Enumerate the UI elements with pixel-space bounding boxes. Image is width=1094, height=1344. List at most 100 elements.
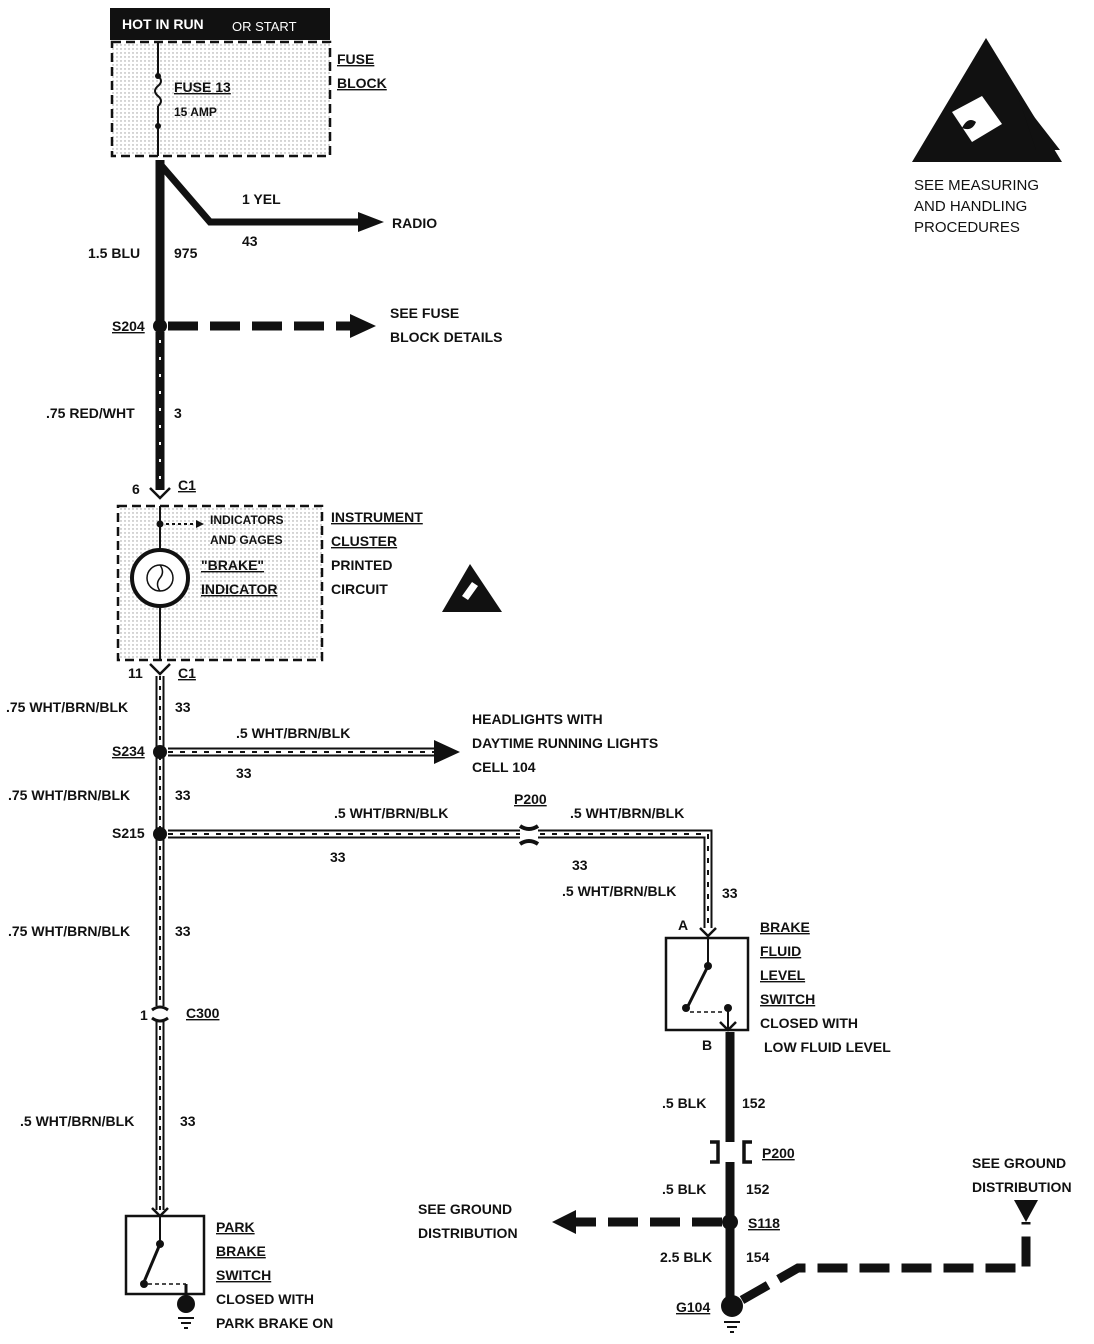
radio-circuit: 43 — [242, 233, 258, 249]
s234-branch-size: .5 WHT/BRN/BLK — [236, 725, 350, 741]
p200-lower-size: .5 BLK — [662, 1181, 706, 1197]
cluster-title-4: CIRCUIT — [331, 581, 388, 597]
c1-bottom-connector — [149, 663, 171, 676]
headlights-line3: CELL 104 — [472, 759, 536, 775]
indicators-line1: INDICATORS — [210, 513, 284, 527]
radio-arrow — [358, 212, 384, 232]
headlights-line1: HEADLIGHTS WITH — [472, 711, 603, 727]
brake-fluid-in-size: .5 WHT/BRN/BLK — [562, 883, 676, 899]
ground-left-line2: DISTRIBUTION — [418, 1225, 518, 1241]
brake-indicator-line2: INDICATOR — [201, 581, 277, 597]
c300-connector — [151, 1005, 169, 1023]
ground-g104 — [721, 1295, 743, 1317]
s215-c300-size: .75 WHT/BRN/BLK — [8, 923, 130, 939]
esd-warning-icon — [912, 38, 1062, 162]
fuse-dot-top — [155, 73, 161, 79]
c1-bottom-pin: 11 — [128, 665, 143, 681]
c1-top-connector — [149, 487, 171, 500]
park-label-1: PARK — [216, 1219, 255, 1235]
c1-bottom-label: C1 — [178, 665, 196, 681]
park-switch-blade — [142, 1243, 162, 1283]
splice-s215 — [153, 827, 167, 841]
p200-right-circuit: 33 — [572, 857, 588, 873]
c1-s234-size: .75 WHT/BRN/BLK — [6, 699, 128, 715]
cluster-title-1: INSTRUMENT — [331, 509, 423, 525]
main-wire-circuit: 975 — [174, 245, 198, 261]
s234-branch-circuit: 33 — [236, 765, 252, 781]
cluster-title-3: PRINTED — [331, 557, 392, 573]
red-wht-size: .75 RED/WHT — [46, 405, 135, 421]
esd-note-line2: AND HANDLING — [914, 198, 1027, 215]
fuse-details-arrow — [350, 314, 376, 338]
radio-wire-size: 1 YEL — [242, 191, 281, 207]
esd-small-icon — [442, 564, 502, 612]
brake-bulb-filament — [156, 564, 164, 592]
p200-upper-label: P200 — [514, 791, 547, 807]
fuse-details-line1: SEE FUSE — [390, 305, 459, 321]
c1-top-pin: 6 — [132, 481, 140, 497]
fluid-label-6: LOW FLUID LEVEL — [764, 1039, 891, 1055]
splice-s234 — [153, 745, 167, 759]
park-label-2: BRAKE — [216, 1243, 266, 1259]
fuse-block-label-1: FUSE — [337, 51, 374, 67]
wire-s215-branch-fill — [168, 831, 711, 928]
s118-g104-circuit: 154 — [746, 1249, 770, 1265]
ground-right-arrow — [1014, 1200, 1038, 1222]
wire-s215-branch — [168, 829, 713, 928]
c300-park-size: .5 WHT/BRN/BLK — [20, 1113, 134, 1129]
s215-c300-circuit: 33 — [175, 923, 191, 939]
red-wht-circuit: 3 — [174, 405, 182, 421]
p200-lower-circuit: 152 — [746, 1181, 770, 1197]
ground-left-arrow — [552, 1210, 576, 1234]
s234-s215-circuit: 33 — [175, 787, 191, 803]
pin-b: B — [702, 1037, 712, 1053]
splice-s234-label: S234 — [112, 743, 145, 759]
p200-right-size: .5 WHT/BRN/BLK — [570, 805, 684, 821]
fluid-label-2: FLUID — [760, 943, 801, 959]
main-wire-size: 1.5 BLU — [88, 245, 140, 261]
fuse-name: FUSE 13 — [174, 79, 231, 95]
splice-s204 — [153, 319, 167, 333]
fluid-switch-contact — [682, 1004, 690, 1012]
g104-ground-symbol — [724, 1321, 740, 1333]
p200-lower-label: P200 — [762, 1145, 795, 1161]
fluid-label-4: SWITCH — [760, 991, 815, 1007]
splice-s204-label: S204 — [112, 318, 145, 334]
c300-park-circuit: 33 — [180, 1113, 196, 1129]
fuse-element — [154, 75, 162, 107]
ground-left-line1: SEE GROUND — [418, 1201, 512, 1217]
ground-right-line1: SEE GROUND — [972, 1155, 1066, 1171]
c1-top-label: C1 — [178, 477, 196, 493]
park-switch-ground-dot — [177, 1295, 195, 1313]
fluid-label-3: LEVEL — [760, 967, 806, 983]
brake-fluid-in-circuit: 33 — [722, 885, 738, 901]
park-switch-contact — [140, 1280, 148, 1288]
or-start-label: OR START — [232, 19, 297, 34]
fluid-switch-connector-b — [719, 1021, 737, 1032]
indicators-arrow — [196, 520, 204, 528]
park-label-4: CLOSED WITH — [216, 1291, 314, 1307]
hot-header-box — [110, 8, 330, 40]
brake-indicator-line1: "BRAKE" — [201, 557, 264, 573]
fluid-out-circuit: 152 — [742, 1095, 766, 1111]
fuse-block-box — [110, 40, 332, 158]
splice-s215-label: S215 — [112, 825, 145, 841]
wire-s215-branch-stripe — [168, 833, 709, 928]
park-label-5: PARK BRAKE ON — [216, 1315, 333, 1331]
radio-dest: RADIO — [392, 215, 437, 231]
fuse-rating: 15 AMP — [174, 105, 217, 119]
s215-branch-circuit: 33 — [330, 849, 346, 865]
headlights-line2: DAYTIME RUNNING LIGHTS — [472, 735, 658, 751]
fluid-label-1: BRAKE — [760, 919, 810, 935]
splice-s118-label: S118 — [748, 1215, 780, 1231]
p200-upper-connector — [518, 824, 540, 846]
fluid-switch-connector-a — [699, 927, 717, 938]
c1-s234-circuit: 33 — [175, 699, 191, 715]
s215-branch-size: .5 WHT/BRN/BLK — [334, 805, 448, 821]
fuse-dot-bottom — [155, 123, 161, 129]
s118-g104-size: 2.5 BLK — [660, 1249, 712, 1265]
headlights-arrow — [434, 740, 460, 764]
park-ground-symbol — [178, 1317, 194, 1329]
fuse-block-label-2: BLOCK — [337, 75, 387, 91]
